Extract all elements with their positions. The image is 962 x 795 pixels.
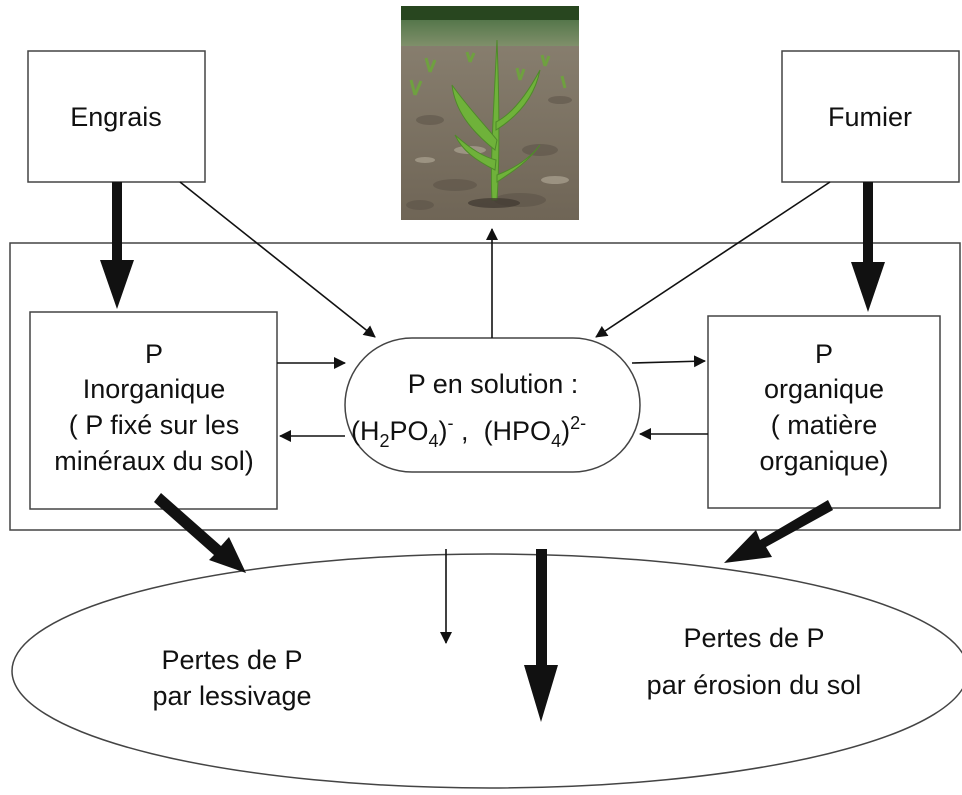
arrow-engrais-to-inorganic [100, 182, 134, 309]
organic-line4: organique) [759, 446, 888, 476]
organic-line2: organique [764, 374, 884, 404]
organic-line3: ( matière [771, 410, 878, 440]
inorganic-line4: minéraux du sol) [54, 446, 254, 476]
thin-arrows [179, 181, 831, 644]
erosion-line2: par érosion du sol [647, 670, 862, 700]
arrow-solution-to-organic [631, 355, 706, 368]
fumier-label: Fumier [828, 102, 912, 132]
engrais-label: Engrais [70, 102, 162, 132]
leaching-line2: par lessivage [152, 681, 311, 711]
corn-seedling-photo [401, 6, 579, 220]
solution-title: P en solution : [408, 369, 579, 399]
losses-ellipse [11, 553, 962, 789]
arrow-solution-to-erosion-thick [524, 549, 558, 722]
arrow-fumier-to-organic [851, 182, 885, 312]
engrais-box: Engrais [27, 50, 206, 183]
inorganic-line1: P [145, 339, 163, 369]
arrow-inorganic-to-leaching [154, 493, 246, 573]
inorganic-line2: Inorganique [83, 374, 226, 404]
soil-system-frame [9, 242, 961, 531]
solution-formula: (H2PO4)- , (HPO4)2- [351, 413, 586, 451]
erosion-line1: Pertes de P [683, 623, 824, 653]
arrow-organic-to-erosion [724, 500, 833, 563]
fumier-box: Fumier [781, 50, 960, 183]
solution-p-node: P en solution : (H2PO4)- , (HPO4)2- [344, 337, 641, 473]
arrow-engrais-to-solution [179, 181, 376, 338]
thick-arrows [100, 182, 885, 722]
organic-p-box: P organique ( matière organique) [707, 315, 941, 509]
organic-line1: P [815, 339, 833, 369]
leaching-line1: Pertes de P [161, 645, 302, 675]
inorganic-line3: ( P fixé sur les [69, 410, 240, 440]
arrow-fumier-to-solution [595, 181, 831, 338]
inorganic-p-box: P Inorganique ( P fixé sur les minéraux … [29, 311, 278, 510]
